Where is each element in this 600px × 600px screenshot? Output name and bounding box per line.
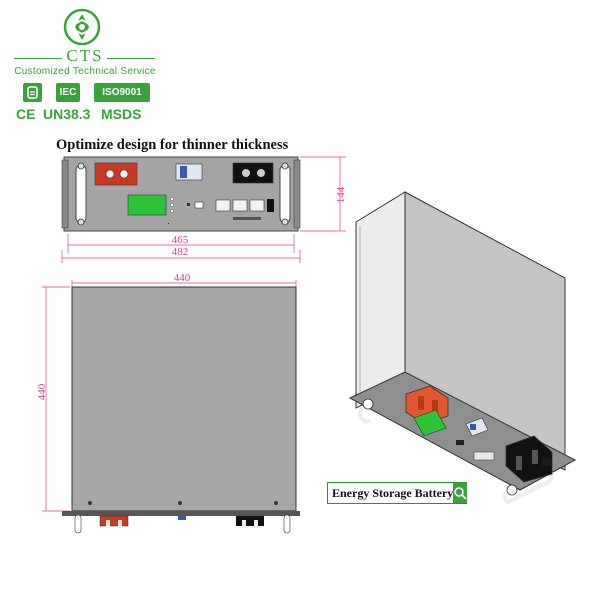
outer-width-dimension-label: 482 [171, 246, 189, 258]
logo-rule-right [107, 58, 155, 59]
top-width-dimension-label: 440 [173, 272, 191, 284]
inner-width-dimension-label: 465 [171, 234, 189, 246]
recycle-cert-icon [23, 83, 42, 102]
iso-badge: ISO9001 [94, 83, 150, 102]
cts-logo-icon [63, 8, 101, 46]
logo-rule-left [14, 58, 62, 59]
page-heading: Optimize design for thinner thickness [56, 137, 289, 153]
msds-mark: MSDS [101, 106, 142, 122]
energy-storage-search-box[interactable]: Energy Storage Battery [327, 482, 468, 504]
brand-tagline: Customized Technical Service [14, 66, 156, 77]
ce-mark: CE [16, 106, 36, 122]
iso-label: ISO9001 [102, 87, 142, 98]
search-icon [454, 487, 467, 500]
brand-name: CTS [66, 46, 104, 65]
search-button[interactable] [453, 483, 468, 503]
energy-storage-label: Energy Storage Battery [332, 485, 454, 500]
un-mark: UN38.3 [43, 106, 91, 122]
iec-label: IEC [59, 87, 77, 98]
iec-badge: IEC [56, 83, 80, 102]
